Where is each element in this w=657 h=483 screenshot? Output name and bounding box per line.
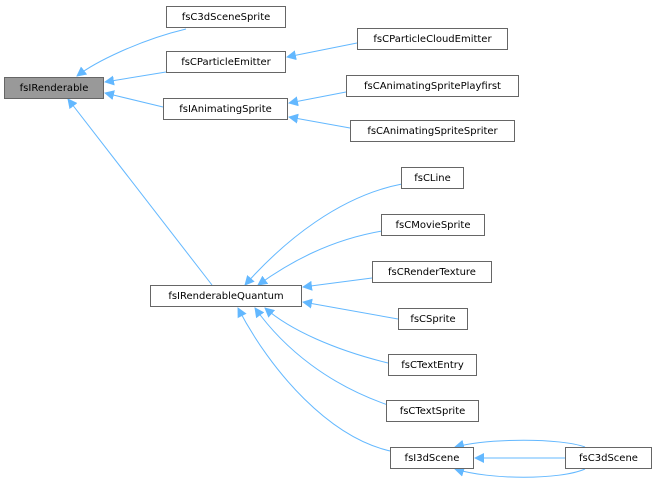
e-textentry-quantum <box>264 307 389 364</box>
node-fsirenderablequantum[interactable]: fsIRenderableQuantum <box>150 285 302 307</box>
e-line-quantum <box>244 183 403 286</box>
e-moviesprite-quantum <box>257 230 383 286</box>
e-animatingsprite-renderable <box>104 90 164 108</box>
node-fscanimatingspriteplayfirst[interactable]: fsCAnimatingSpritePlayfirst <box>346 75 519 97</box>
node-fscline[interactable]: fsCLine <box>401 167 464 189</box>
node-fsctextentry[interactable]: fsCTextEntry <box>388 354 477 376</box>
node-fscparticleemitter[interactable]: fsCParticleEmitter <box>166 51 286 73</box>
node-fsctextsprite[interactable]: fsCTextSprite <box>386 400 479 422</box>
e-quantum-renderable <box>67 98 213 286</box>
node-fsi3dscene[interactable]: fsI3dScene <box>390 447 474 469</box>
e-sprite-quantum <box>302 298 399 320</box>
node-fsc3dscene[interactable]: fsC3dScene <box>565 447 652 469</box>
node-fscsprite[interactable]: fsCSprite <box>398 308 468 330</box>
node-fsirenderable[interactable]: fsIRenderable <box>4 77 104 99</box>
e-textsprite-quantum <box>254 307 389 406</box>
e-particleemitter-renderable <box>104 71 167 86</box>
node-fscparticlecloudemitter[interactable]: fsCParticleCloudEmitter <box>357 28 508 50</box>
e-c3dscenesprite-renderable <box>76 28 187 77</box>
node-fsc3dscenesprite[interactable]: fsC3dSceneSprite <box>166 6 286 28</box>
node-fscanimatingspritespriter[interactable]: fsCAnimatingSpriteSpriter <box>350 120 515 142</box>
e-rendertexture-quantum <box>302 277 373 291</box>
node-fsianimatingsprite[interactable]: fsIAnimatingSprite <box>163 98 288 120</box>
node-fscrendertexture[interactable]: fsCRenderTexture <box>372 261 492 283</box>
e-c3dscene-i3dscene-bottom <box>454 466 586 478</box>
e-playfirst-animatingsprite <box>288 91 347 107</box>
e-c3dscene-i3dscene-top <box>454 439 586 450</box>
e-spriter-animatingsprite <box>288 113 351 129</box>
e-i3dscene-quantum <box>237 307 396 453</box>
node-fscmoviesprite[interactable]: fsCMovieSprite <box>381 214 485 236</box>
e-cloud-particleemitter <box>286 42 358 61</box>
